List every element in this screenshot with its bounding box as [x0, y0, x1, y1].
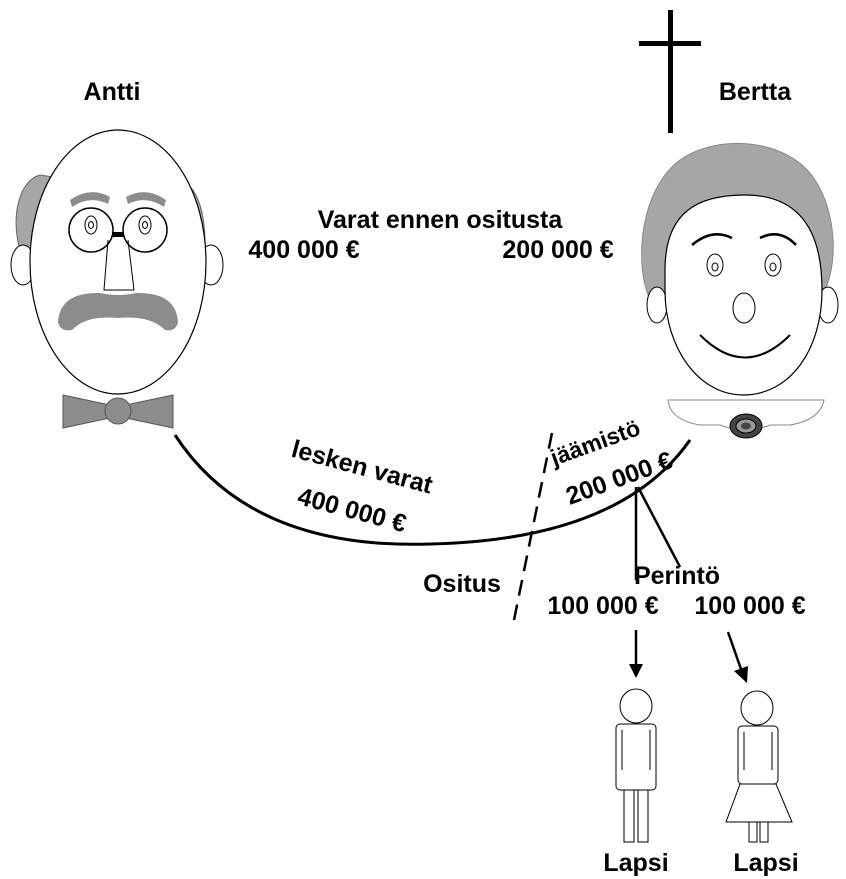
child-label-right: Lapsi: [733, 849, 798, 877]
branch-line-right: [636, 486, 682, 568]
assets-arc: [173, 434, 692, 546]
division-label: Ositus: [423, 570, 501, 598]
bertta-ear-left: [646, 286, 668, 324]
antti-bowtie-knot: [104, 397, 132, 425]
antti-moustache: [58, 292, 178, 331]
antti-head: [29, 129, 207, 395]
antti-figure: [10, 129, 224, 429]
antti-eyebrow-left: [70, 192, 110, 207]
bertta-eyebrow-right: [759, 233, 797, 246]
antti-glasses-bridge: [112, 232, 124, 237]
inheritance-share-left: 100 000 €: [547, 592, 658, 620]
assets-before-right-amount: 200 000 €: [502, 236, 613, 264]
cross-icon: [668, 10, 673, 133]
antti-glasses-right: [122, 207, 168, 253]
child-label-left: Lapsi: [603, 849, 668, 877]
antti-eye-left: [84, 215, 98, 235]
arrow-head-right: [734, 666, 748, 683]
inheritance-label: Perintö: [634, 562, 720, 590]
bertta-figure: [639, 10, 839, 439]
arrow-head-left: [629, 664, 643, 678]
division-dashed-line: [512, 432, 554, 621]
antti-bowtie-left: [62, 394, 111, 429]
assets-before-title: Varat ennen ositusta: [318, 206, 564, 234]
bertta-mouth: [699, 334, 791, 359]
person-name-left: Antti: [84, 78, 141, 106]
bertta-eye-right: [764, 253, 782, 277]
child-figure-left: [615, 688, 657, 843]
bertta-nose: [732, 292, 756, 324]
bertta-eyebrow-left: [691, 233, 733, 246]
bertta-eye-left: [706, 253, 724, 277]
person-name-right: Bertta: [719, 78, 792, 106]
antti-bowtie-right: [125, 394, 174, 429]
antti-eyebrow-right: [126, 192, 166, 207]
antti-eye-right: [138, 215, 152, 235]
widow-assets-amount: 400 000 €: [295, 482, 410, 538]
antti-nose: [103, 239, 135, 291]
inheritance-share-right: 100 000 €: [694, 592, 805, 620]
assets-before-left-amount: 400 000 €: [248, 236, 359, 264]
child-figure-right: [725, 690, 793, 843]
antti-glasses-left: [68, 207, 114, 253]
arrow-child-right: [726, 631, 744, 673]
